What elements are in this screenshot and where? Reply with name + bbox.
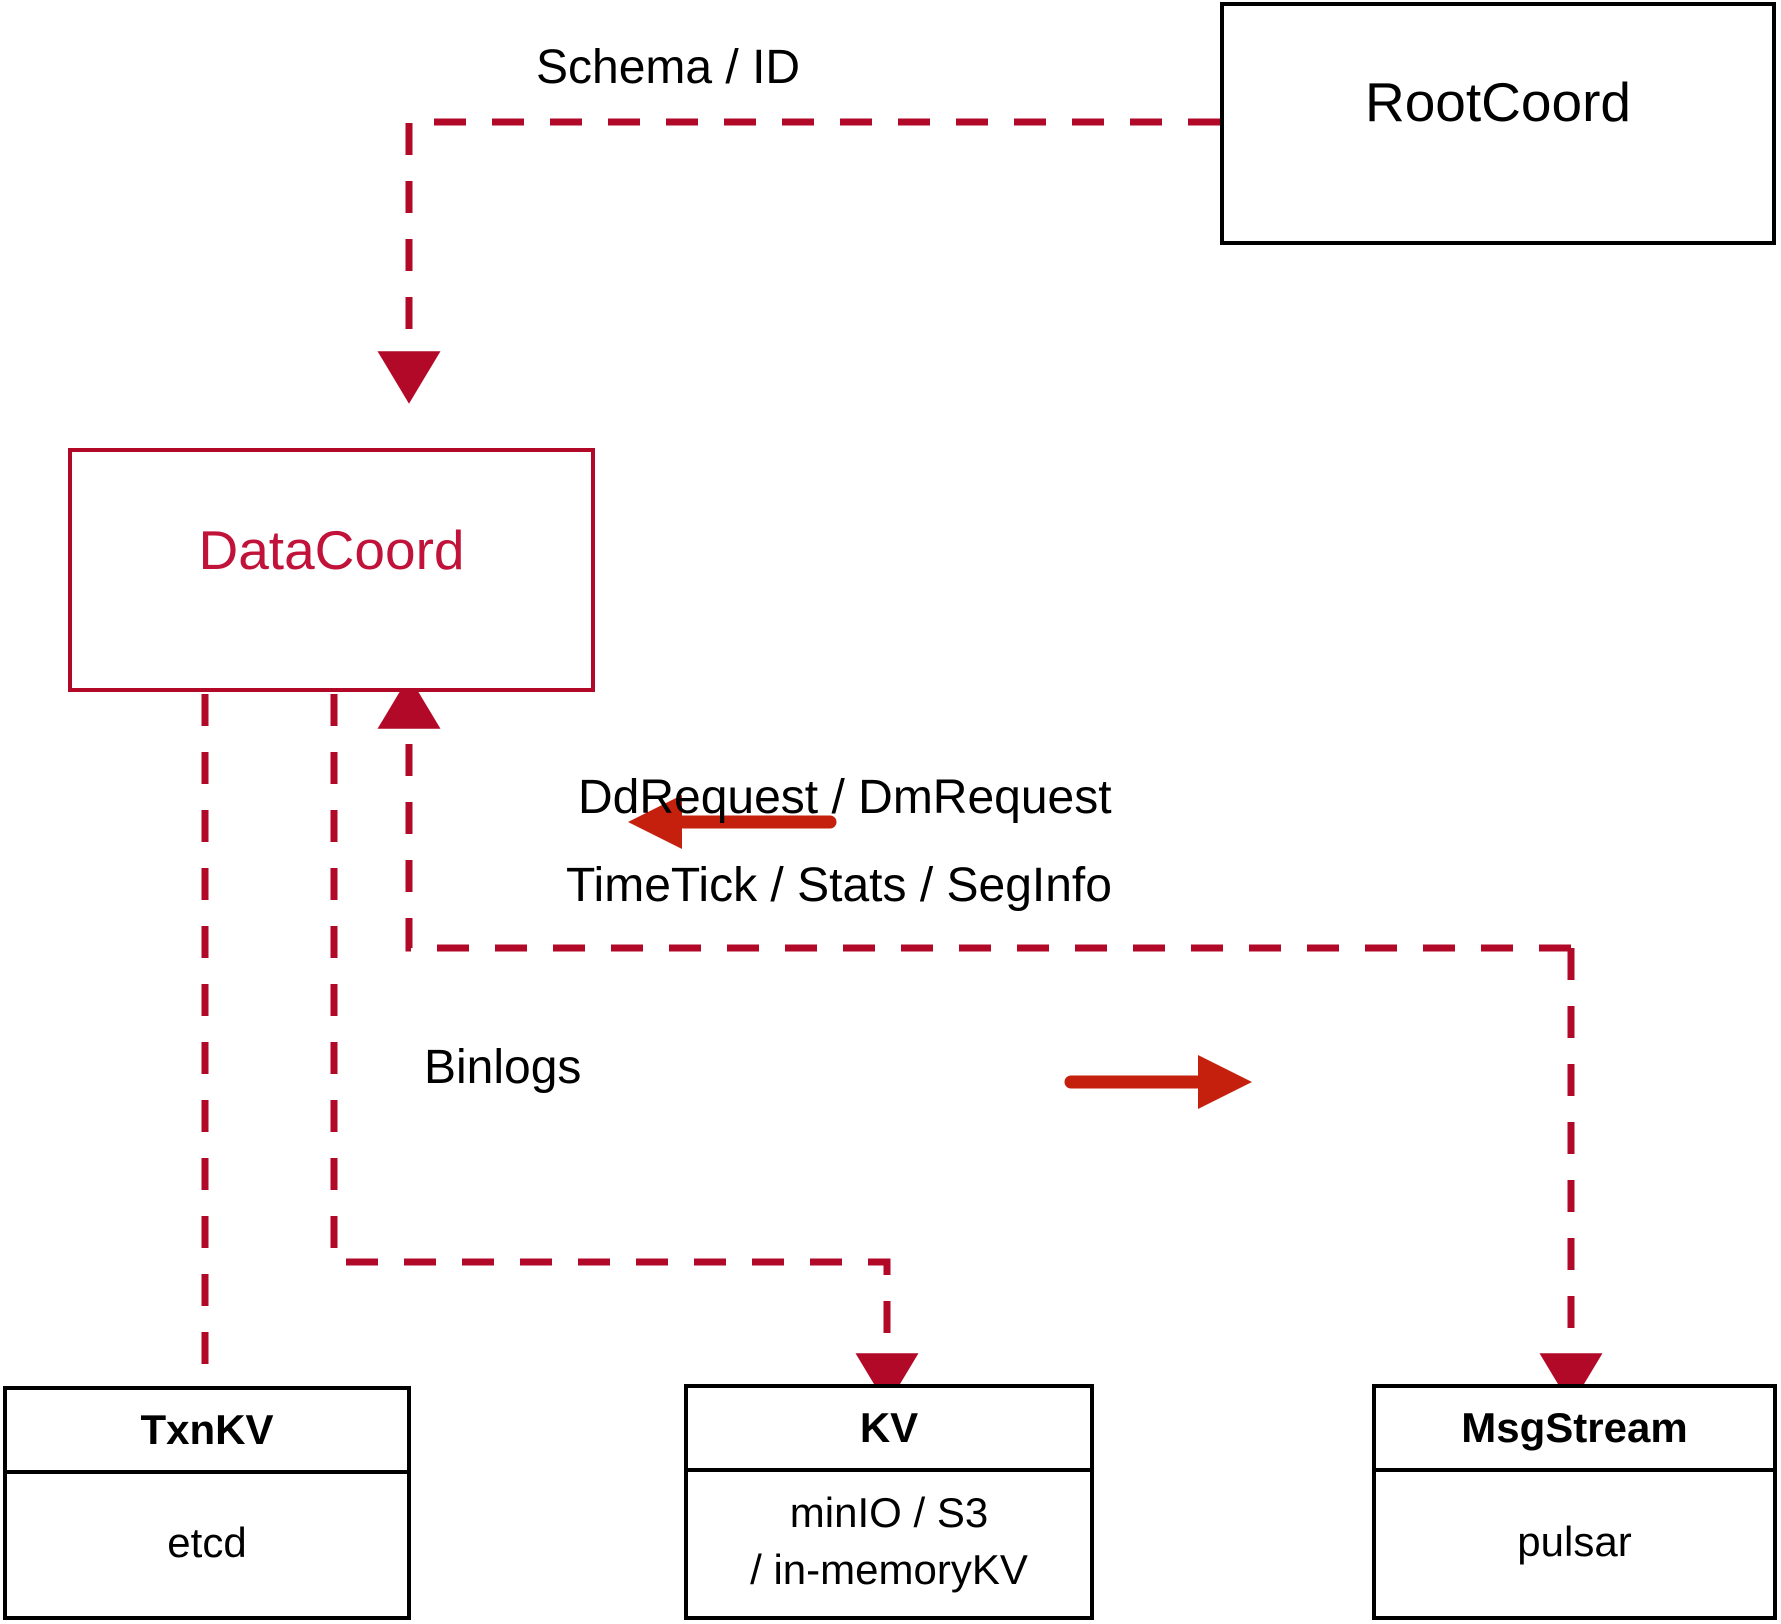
node-kv-sub-1: / in-memoryKV (750, 1546, 1028, 1593)
node-datacoord-label: DataCoord (198, 519, 465, 581)
node-msgstream[interactable]: MsgStream pulsar (1372, 1384, 1777, 1620)
edge-msgstream-datacoord (377, 676, 1571, 952)
node-txnkv-sub-0: etcd (167, 1518, 247, 1566)
node-datacoord[interactable]: DataCoord (68, 448, 595, 692)
arrow-left-ddrequest (628, 795, 837, 849)
node-kv[interactable]: KV minIO / S3 / in-memoryKV (684, 1384, 1094, 1620)
node-kv-label: KV (859, 1404, 919, 1451)
node-msgstream-sub-0: pulsar (1517, 1517, 1632, 1565)
node-kv-body: minIO / S3 / in-memoryKV (688, 1468, 1090, 1616)
edge-schema-id (377, 118, 1220, 404)
node-txnkv-header: TxnKV (7, 1390, 407, 1474)
node-msgstream-body: pulsar (1376, 1468, 1773, 1616)
edge-binlogs (330, 694, 919, 1406)
node-msgstream-label: MsgStream (1461, 1404, 1688, 1451)
node-rootcoord-label: RootCoord (1365, 71, 1631, 133)
edge-label-dd-dm-request: DdRequest / DmRequest (578, 771, 1112, 824)
edge-label-binlogs: Binlogs (424, 1041, 582, 1094)
arrow-right-timetick (1064, 1055, 1252, 1109)
edge-label-timetick-stats-seginfo: TimeTick / Stats / SegInfo (566, 859, 1112, 912)
node-msgstream-header: MsgStream (1376, 1388, 1773, 1472)
node-kv-sub-0: minIO / S3 (789, 1489, 989, 1537)
node-txnkv[interactable]: TxnKV etcd (3, 1386, 411, 1620)
edge-label-schema-id: Schema / ID (536, 41, 801, 94)
node-rootcoord[interactable]: RootCoord (1220, 2, 1776, 245)
node-txnkv-label: TxnKV (140, 1406, 274, 1453)
node-txnkv-body: etcd (7, 1470, 407, 1616)
node-kv-header: KV (688, 1388, 1090, 1472)
